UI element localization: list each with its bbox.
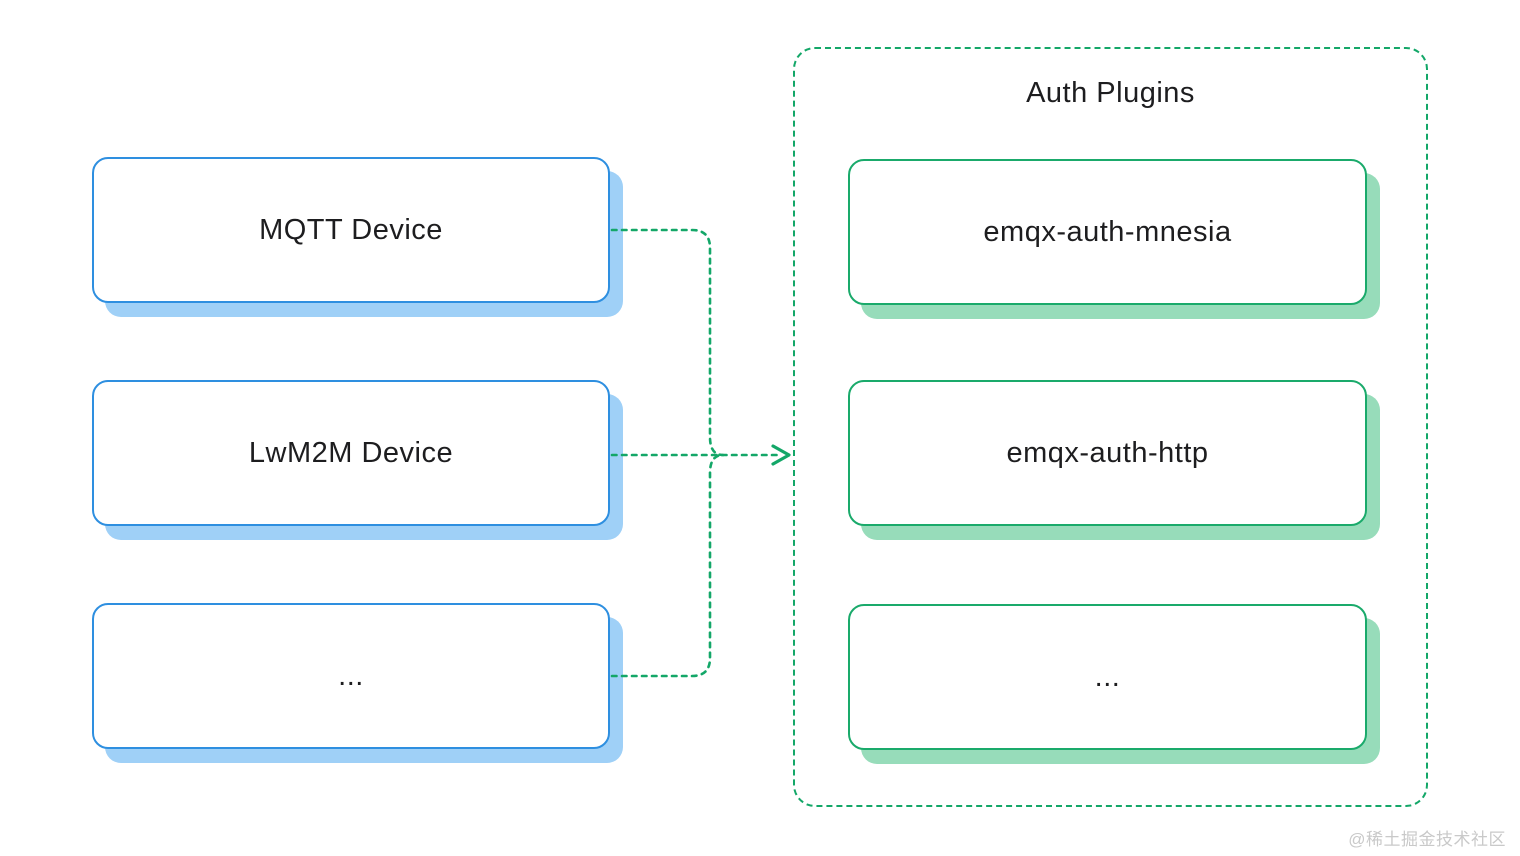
plugin-node-label: emqx-auth-mnesia — [983, 215, 1232, 248]
plugin-node-label: ... — [1094, 660, 1121, 693]
device-node-lwm2m: LwM2M Device — [92, 380, 610, 526]
auth-plugins-title: Auth Plugins — [1026, 77, 1195, 109]
plugin-node-mnesia: emqx-auth-mnesia — [848, 159, 1367, 305]
device-node-ellipsis: ... — [92, 603, 610, 749]
plugin-node-http: emqx-auth-http — [848, 380, 1367, 526]
watermark-text: @稀土掘金技术社区 — [1348, 830, 1506, 849]
auth-plugins-group: Auth Plugins emqx-auth-mnesia emqx-auth-… — [793, 47, 1428, 807]
device-node-label: LwM2M Device — [248, 436, 454, 469]
device-node-label: MQTT Device — [259, 213, 443, 246]
connector-line-top — [610, 228, 725, 457]
plugin-node-label: emqx-auth-http — [1006, 436, 1209, 469]
device-node-label: ... — [338, 659, 364, 692]
device-node-mqtt: MQTT Device — [92, 157, 610, 303]
arrowhead-icon — [771, 444, 791, 466]
plugin-node-ellipsis: ... — [848, 604, 1367, 750]
connector-line-bottom — [610, 453, 725, 678]
